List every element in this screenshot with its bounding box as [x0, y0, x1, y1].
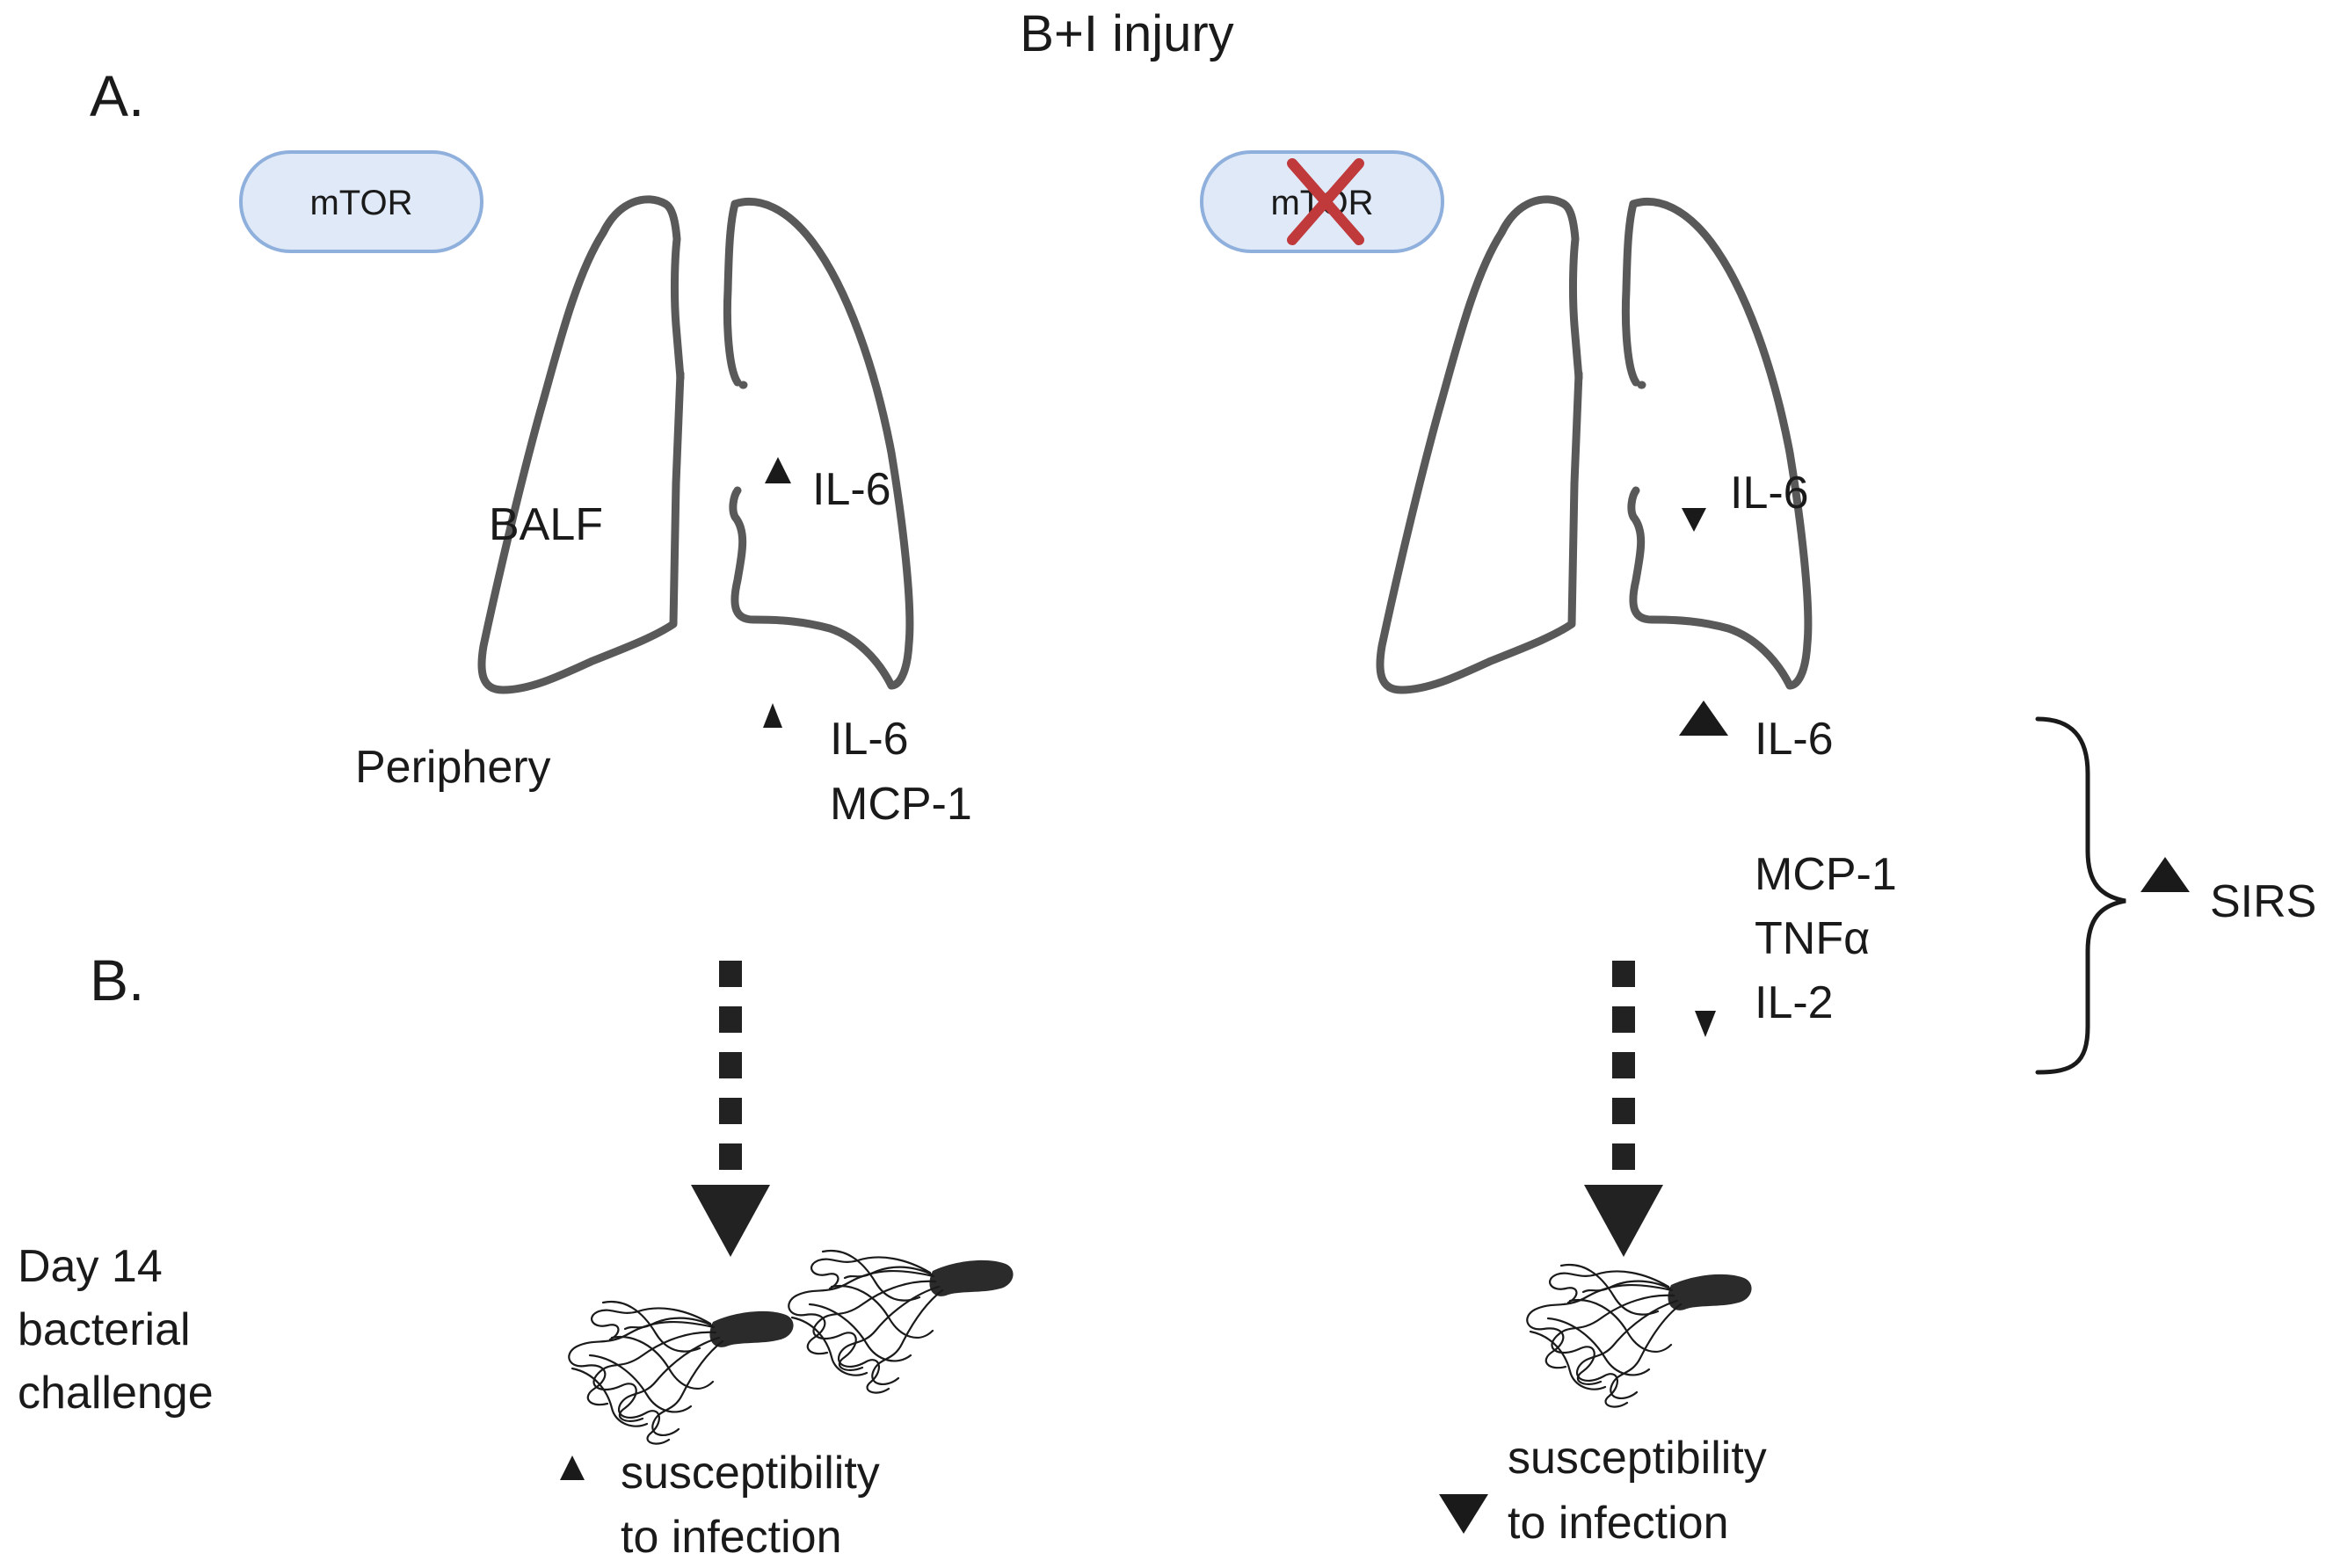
balf-label: BALF [489, 499, 603, 550]
right-outcome-line-2: to infection [1508, 1498, 1729, 1549]
right-periphery-down-3: IL-2 [1755, 977, 1834, 1028]
bacterium-icon [788, 1249, 1014, 1394]
bacterium-icon [568, 1300, 795, 1445]
bacterium-icon [1526, 1263, 1753, 1408]
lungs-icon [482, 200, 910, 690]
right-outcome-line-1: susceptibility [1508, 1433, 1767, 1484]
diagram-title: B+I injury [1020, 5, 1233, 62]
right-periphery-down-1: MCP-1 [1755, 849, 1897, 900]
dashed-arrow-down-icon [1584, 961, 1663, 1257]
mtor-pill-left: mTOR [239, 150, 483, 253]
arrow-down-icon [1682, 466, 1706, 532]
mtor-label-left: mTOR [309, 184, 412, 222]
x-mark-icon [1287, 158, 1364, 245]
right-lung-cytokine: IL-6 [1730, 468, 1809, 519]
left-periphery-cytokine-2: MCP-1 [830, 779, 972, 830]
arrow-up-icon [560, 1455, 585, 1556]
arrow-down-icon [1695, 846, 1716, 1037]
periphery-label: Periphery [355, 742, 551, 793]
panel-b-label: B. [90, 947, 144, 1013]
arrow-up-icon [765, 457, 791, 526]
mtor-pill-right: mTOR [1200, 150, 1444, 253]
left-periphery-cytokine-1: IL-6 [830, 714, 909, 765]
challenge-label-line-1: Day 14 [18, 1241, 163, 1292]
challenge-label-line-2: bacterial [18, 1304, 191, 1355]
curly-brace-icon [2035, 716, 2126, 1075]
left-lung-cytokine: IL-6 [812, 464, 891, 515]
right-periphery-up: IL-6 [1755, 714, 1834, 765]
arrow-up-icon [2140, 857, 2190, 945]
arrow-up-icon [763, 703, 782, 831]
dashed-arrow-down-icon [691, 961, 770, 1257]
arrow-down-icon [1439, 1435, 1488, 1534]
sirs-label: SIRS [2210, 876, 2316, 927]
panel-a-label: A. [90, 63, 144, 128]
left-outcome-line-1: susceptibility [621, 1448, 880, 1499]
challenge-label-line-3: challenge [18, 1368, 214, 1419]
left-outcome-line-2: to infection [621, 1512, 842, 1563]
right-periphery-down-2: TNFα [1755, 913, 1870, 964]
arrow-up-icon [1679, 701, 1728, 775]
lungs-icon [1380, 200, 1808, 690]
